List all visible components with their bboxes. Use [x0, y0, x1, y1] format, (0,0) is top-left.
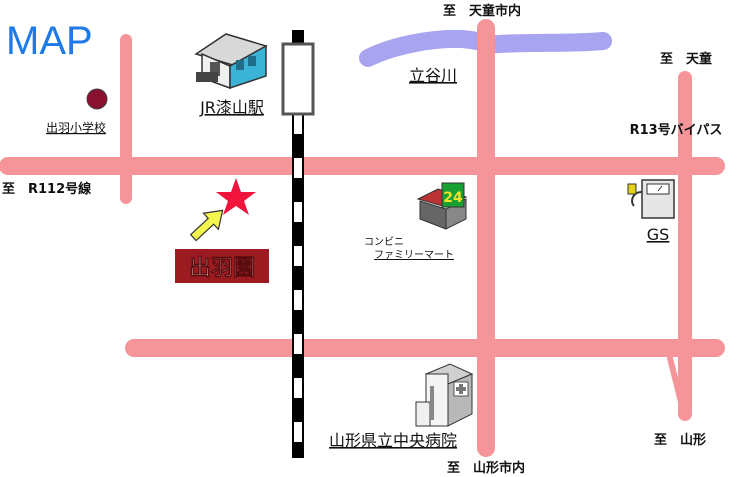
destination-logo: 出羽園: [189, 256, 255, 281]
school-label: 出羽小学校: [46, 120, 106, 135]
star-icon: [216, 178, 256, 215]
train-station-icon: [194, 33, 268, 90]
river-label: 立谷川: [409, 66, 457, 85]
station-platform: [281, 42, 315, 116]
convenience-label-line1: コンビニ: [364, 236, 404, 248]
road-branch-east: [667, 355, 687, 417]
roads: [0, 19, 725, 457]
convenience-store-icon: 24: [416, 182, 468, 230]
svg-text:24: 24: [443, 190, 463, 206]
destination-logo-box: [175, 249, 269, 283]
map-heading: MAP: [6, 19, 93, 63]
gas-station-label: GS: [647, 225, 670, 244]
arrow-icon: [189, 209, 224, 242]
station-label: JR漆山駅: [199, 98, 264, 117]
direction-northeast-tendo: 至 天童: [660, 51, 712, 67]
school-marker-icon: [86, 88, 108, 110]
bypass-r13-label: R13号バイパス: [630, 123, 723, 138]
gas-pump-icon: [627, 179, 675, 219]
direction-west-r112: 至 R112号線: [2, 181, 92, 197]
direction-south-yamagata-city: 至 山形市内: [447, 460, 525, 476]
direction-southeast-yamagata: 至 山形: [654, 432, 706, 448]
hospital-label: 山形県立中央病院: [329, 431, 457, 450]
hospital-icon: [415, 363, 474, 427]
convenience-label-line2: ファミリーマート: [374, 250, 454, 261]
direction-north-tendo-city: 至 天童市内: [443, 3, 521, 19]
